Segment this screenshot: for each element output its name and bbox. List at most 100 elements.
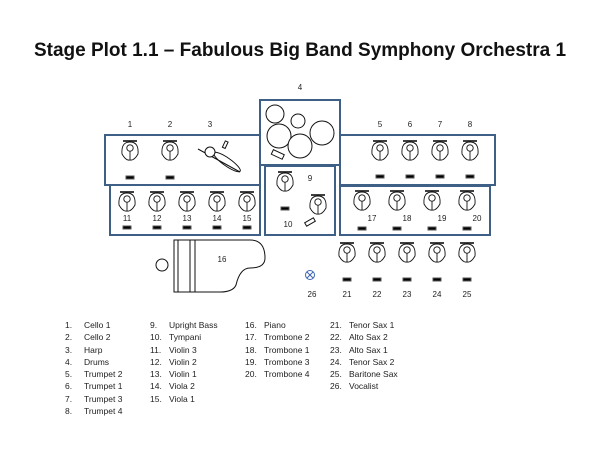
music-stand-icon — [212, 225, 222, 230]
music-stand-icon — [462, 277, 472, 282]
position-number: 10 — [284, 220, 293, 229]
trombone-player-icon — [353, 190, 371, 211]
legend-item: 1.Cello 1 — [65, 319, 122, 331]
legend-item: 26.Vocalist — [330, 380, 398, 392]
legend-number: 9. — [150, 320, 158, 330]
legend-number: 10. — [150, 332, 162, 343]
legend-item: 7.Trumpet 3 — [65, 393, 122, 405]
legend-item: 6. Trumpet 1 — [65, 380, 122, 392]
position-number: 15 — [243, 214, 252, 223]
trumpet-player-icon — [431, 140, 449, 161]
music-stand-icon — [432, 277, 442, 282]
trumpet-player-icon — [401, 140, 419, 161]
sax-player-icon — [338, 242, 356, 263]
position-number: 7 — [438, 120, 443, 129]
legend-label: Viola 1 — [169, 393, 195, 404]
position-number: 23 — [403, 290, 412, 299]
legend-label: Violin 2 — [169, 356, 197, 367]
harp-icon — [197, 140, 241, 173]
legend-number: 20. — [245, 369, 257, 380]
music-stand-icon — [342, 277, 352, 282]
legend-item: 16.Piano — [245, 319, 310, 331]
legend-item: 13.Violin 1 — [150, 368, 218, 380]
legend-item: 8. Trumpet 4 — [65, 405, 122, 417]
position-number: 16 — [218, 255, 227, 264]
legend-number: 13. — [150, 369, 162, 380]
bass-tympani-box — [264, 165, 336, 236]
music-stand-icon — [465, 174, 475, 179]
page-title: Stage Plot 1.1 – Fabulous Big Band Symph… — [33, 40, 567, 61]
legend-number: 4. — [65, 356, 73, 367]
music-stand-icon — [427, 226, 437, 231]
legend-item: 12.Violin 2 — [150, 356, 218, 368]
sax-player-icon — [458, 242, 476, 263]
string-player-icon — [118, 191, 136, 212]
music-stand-icon — [372, 277, 382, 282]
music-stand-icon — [182, 225, 192, 230]
trumpet-player-icon — [461, 140, 479, 161]
legend-label: Tenor Sax 1 — [349, 320, 395, 330]
legend-number: 26. — [330, 381, 342, 392]
trumpet-player-icon — [371, 140, 389, 161]
legend-item: 25.Baritone Sax — [330, 368, 398, 380]
position-number: 6 — [408, 120, 413, 129]
legend-item: 2.Cello 2 — [65, 331, 122, 343]
position-number: 5 — [378, 120, 383, 129]
tympanist-icon — [309, 194, 327, 215]
trombone-player-icon — [458, 190, 476, 211]
sax-player-icon — [428, 242, 446, 263]
position-number: 9 — [308, 174, 313, 183]
legend-item: 21.Tenor Sax 1 — [330, 319, 398, 331]
music-stand-icon — [375, 174, 385, 179]
position-number: 14 — [213, 214, 222, 223]
legend-label: Alto Sax 1 — [349, 344, 388, 355]
legend-item: 10. Tympani — [150, 331, 218, 343]
legend-label: Trumpet 1 — [84, 381, 123, 392]
sax-player-icon — [368, 242, 386, 263]
legend-number: 8. — [65, 406, 73, 417]
legend-item: 3.Harp — [65, 344, 122, 356]
legend-label: Upright Bass — [169, 320, 218, 330]
legend-label: Trombone 2 — [264, 332, 310, 343]
legend-item: 14.Viola 2 — [150, 380, 218, 392]
grand-piano-icon — [155, 239, 266, 293]
legend-label: Harp — [84, 344, 103, 355]
legend-item: 9. Upright Bass — [150, 319, 218, 331]
legend-number: 25. — [330, 369, 342, 380]
legend-number: 15. — [150, 393, 162, 404]
legend-label: Tympani — [169, 332, 202, 343]
position-number: 2 — [168, 120, 173, 129]
legend-label: Piano — [264, 320, 286, 330]
bassist-icon — [276, 171, 294, 192]
position-number: 19 — [438, 214, 447, 223]
string-player-icon — [148, 191, 166, 212]
legend-item: 15. Viola 1 — [150, 393, 218, 405]
position-number: 4 — [298, 83, 303, 92]
legend-number: 7. — [65, 393, 73, 404]
legend-item: 18.Trombone 1 — [245, 344, 310, 356]
legend-label: Trumpet 2 — [84, 369, 123, 380]
position-number: 8 — [468, 120, 473, 129]
strings-box — [109, 184, 261, 236]
legend-label: Tenor Sax 2 — [349, 356, 395, 367]
legend-item: 11.Violin 3 — [150, 344, 218, 356]
trombone-box — [339, 185, 491, 236]
music-stand-icon — [165, 175, 175, 180]
legend-number: 14. — [150, 381, 162, 392]
legend-number: 6. — [65, 381, 73, 392]
legend-item: 4.Drums — [65, 356, 122, 368]
legend-number: 22. — [330, 332, 342, 343]
legend-label: Trumpet 4 — [84, 406, 123, 417]
music-stand-icon — [152, 225, 162, 230]
legend-label: Trombone 3 — [264, 356, 310, 367]
position-number: 3 — [208, 120, 213, 129]
legend-number: 23. — [330, 344, 342, 355]
legend-item: 5.Trumpet 2 — [65, 368, 122, 380]
music-stand-icon — [242, 225, 252, 230]
sax-player-icon — [398, 242, 416, 263]
legend-number: 19. — [245, 356, 257, 367]
